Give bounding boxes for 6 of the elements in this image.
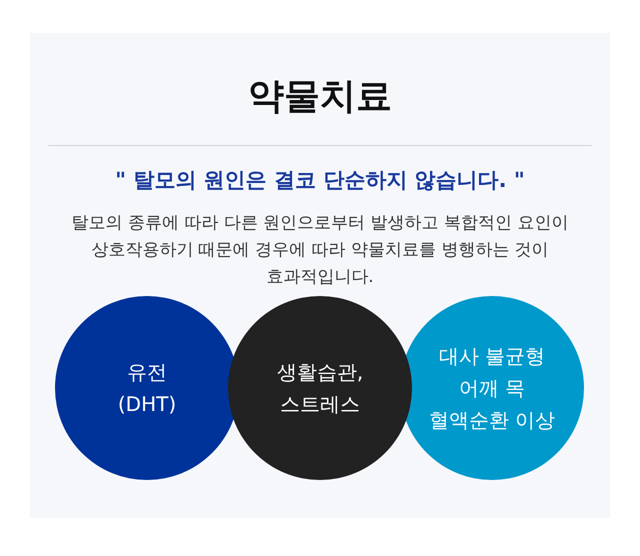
title: 약물치료 xyxy=(247,75,393,119)
circle-label: 유전 (DHT) xyxy=(116,359,178,418)
description-text: 탈모의 종류에 따라 다른 원인으로부터 발생하고 복합적인 요인이 상호작용하기 때문에 경우에 따라 약물치료를 병행하는 것이 효과적입니다. xyxy=(70,212,570,289)
circle-label: 대사 불균형 어깨 목 혈액순환 이상 xyxy=(428,343,556,434)
circle-label: 생활습관, 스트레스 xyxy=(276,359,364,418)
quote-text: " 탈모의 원인은 결코 단순하지 않습니다. " xyxy=(114,167,526,194)
